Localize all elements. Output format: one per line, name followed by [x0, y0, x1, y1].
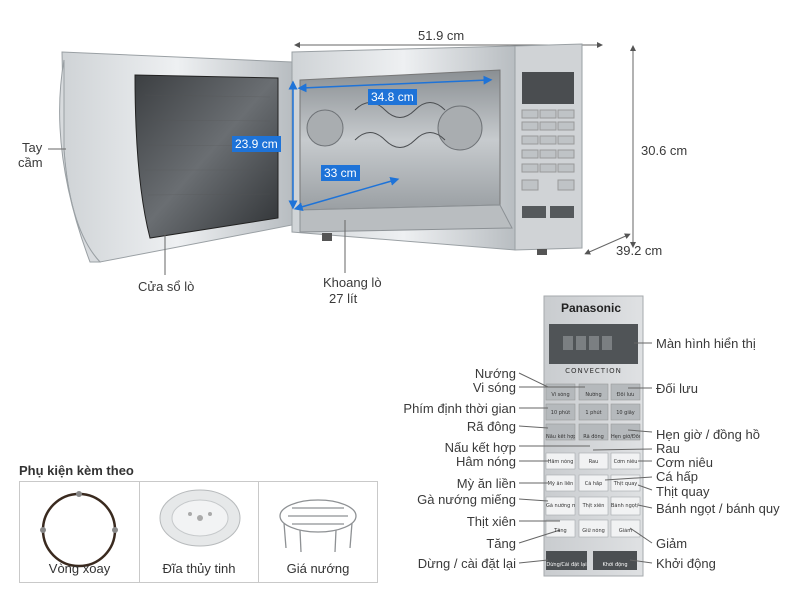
callout-roast: Thịt quay — [656, 484, 710, 499]
callout-stop: Dừng / cài đặt lại — [417, 556, 516, 571]
key-defrost[interactable]: Rã đông — [583, 434, 604, 440]
callout-reheat: Hâm nóng — [456, 454, 516, 469]
inner-depth-badge: 33 cm — [321, 165, 360, 181]
key-convection[interactable]: Đối lưu — [616, 392, 635, 398]
key-combo[interactable]: Nấu kết hợp — [546, 434, 575, 440]
accessory-plate-caption: Đĩa thủy tinh — [162, 561, 236, 576]
cavity-label-line2: 27 lít — [329, 291, 358, 306]
callout-combo: Nấu kết hợp — [444, 440, 516, 455]
rack-illustration — [279, 499, 357, 553]
control-panel-front — [543, 295, 644, 577]
width-dimension: 51.9 cm — [418, 28, 465, 43]
accessory-plate-box: Đĩa thủy tinh — [139, 481, 259, 583]
key-stop[interactable]: Dừng/Cài đặt lại — [546, 562, 587, 568]
plate-illustration — [159, 489, 241, 547]
callout-micro: Vi sóng — [472, 380, 516, 395]
inner-width-badge: 34.8 cm — [368, 89, 417, 105]
key-down[interactable]: Giảm — [618, 528, 633, 534]
accessory-ring-caption: Vòng xoay — [48, 561, 111, 576]
callout-up: Tăng — [486, 536, 516, 551]
accessory-ring-box: Vòng xoay — [19, 481, 140, 583]
callout-chicken: Gà nướng miếng — [417, 492, 516, 507]
depth-dimension: 39.2 cm — [616, 243, 663, 258]
callout-grill: Nướng — [474, 366, 516, 381]
inner-height-badge: 23.9 cm — [232, 136, 281, 152]
key-rice[interactable]: Cơm niêu — [613, 459, 638, 465]
key-noodle[interactable]: Mỳ ăn liền — [547, 481, 574, 487]
ring-illustration — [40, 491, 118, 568]
key-chicken[interactable]: Gà nướng miếng — [546, 503, 575, 509]
microwave-exterior — [59, 43, 583, 263]
callout-down: Giảm — [656, 536, 688, 551]
callout-timer-keys: Phím định thời gian — [403, 401, 516, 416]
key-micro[interactable]: Vi sóng — [551, 392, 570, 398]
key-cake[interactable]: Bánh ngọt/ Bánh quy — [611, 503, 640, 509]
exterior-callout-lines — [48, 148, 346, 275]
height-dimension: 30.6 cm — [641, 143, 688, 158]
handle-label-line1: Tay — [22, 140, 43, 155]
callout-noodle: Mỳ ăn liền — [456, 476, 516, 491]
panel-brand: Panasonic — [561, 301, 622, 315]
callout-rice: Cơm niêu — [656, 455, 713, 470]
inner-dimension-arrows — [288, 75, 493, 212]
key-veg[interactable]: Rau — [588, 459, 599, 465]
key-grill[interactable]: Nướng — [585, 392, 602, 398]
cavity-label-line1: Khoang lò — [323, 275, 382, 290]
key-10-min[interactable]: 10 phút — [550, 410, 571, 416]
callout-timer-clock: Hẹn giờ / đồng hồ — [656, 427, 760, 442]
key-timer[interactable]: Hẹn giờ/Đồng hồ — [611, 434, 640, 440]
callout-display: Màn hình hiển thị — [656, 336, 756, 351]
accessory-rack-box: Giá nướng — [258, 481, 378, 583]
key-up[interactable]: Tăng — [554, 528, 567, 534]
callout-defrost: Rã đông — [466, 419, 516, 434]
key-reheat[interactable]: Hâm nóng — [547, 459, 574, 465]
handle-label-line2: cầm — [18, 155, 43, 170]
accessory-rack-caption: Giá nướng — [286, 561, 350, 576]
callout-fish: Cá hấp — [656, 469, 698, 484]
key-roast[interactable]: Thịt quay — [613, 481, 638, 487]
callout-cake: Bánh ngọt / bánh quy — [656, 501, 780, 516]
key-fish[interactable]: Cá hấp — [584, 481, 603, 487]
accessories-title: Phụ kiện kèm theo — [19, 463, 134, 478]
callout-skewer: Thịt xiên — [466, 514, 516, 529]
key-keepwarm[interactable]: Giữ nóng — [582, 528, 605, 534]
key-skewer[interactable]: Thịt xiên — [582, 503, 605, 509]
callout-veg: Rau — [656, 441, 680, 456]
key-1-min[interactable]: 1 phút — [585, 410, 602, 416]
callout-start: Khởi động — [656, 556, 716, 571]
callout-convection: Đối lưu — [656, 381, 698, 396]
key-10-sec[interactable]: 10 giây — [616, 410, 635, 416]
panel-callout-lines — [518, 342, 653, 564]
window-label: Cửa sổ lò — [138, 279, 195, 294]
panel-mode-label: CONVECTION — [565, 367, 622, 375]
key-start[interactable]: Khởi động — [602, 562, 628, 568]
